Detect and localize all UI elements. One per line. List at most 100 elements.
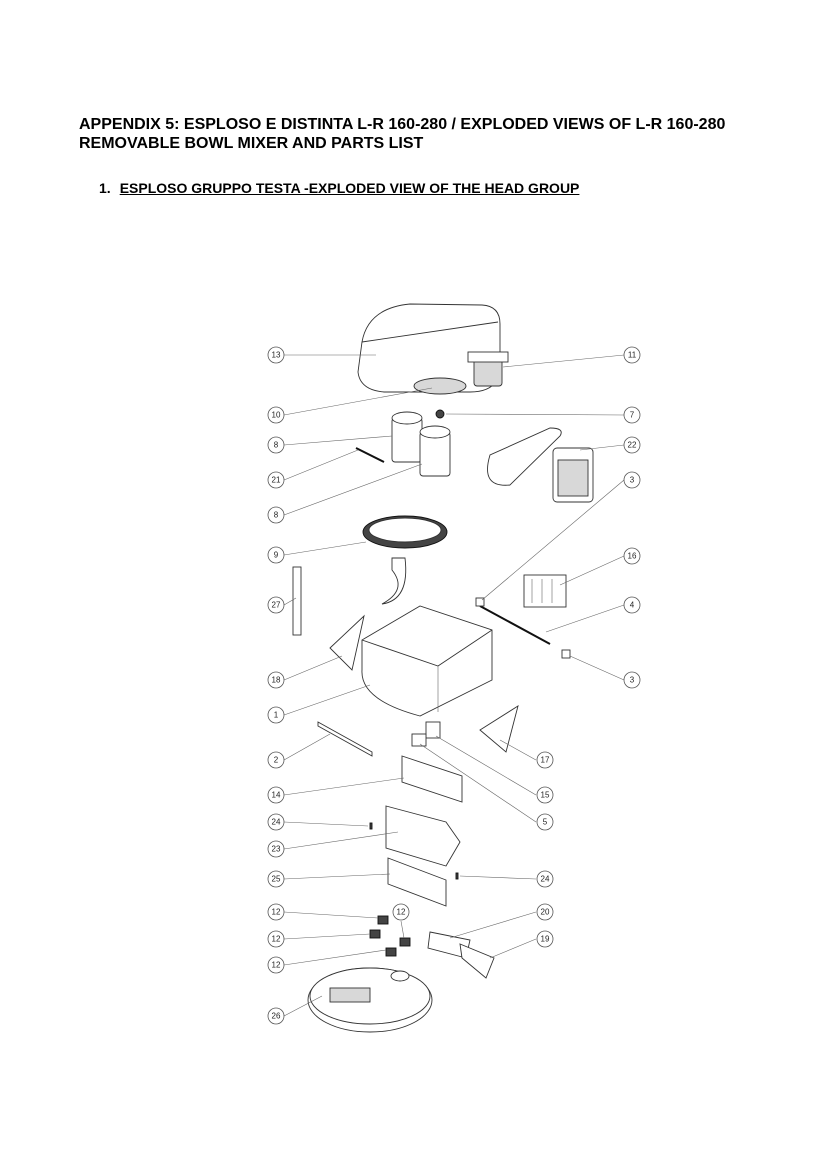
part-12b [369, 929, 381, 939]
section-number: 1. [99, 180, 111, 196]
part-5 [411, 733, 427, 747]
section-title: ESPLOSO GRUPPO TESTA -EXPLODED VIEW OF T… [119, 180, 580, 196]
callout-27: 27 [267, 596, 285, 614]
part-8-lower [419, 431, 451, 477]
callout-text: 16 [628, 552, 637, 561]
callout-text: 10 [272, 411, 281, 420]
callout-text: 12 [272, 908, 281, 917]
part-4 [479, 605, 551, 645]
callout-text: 3 [630, 676, 635, 685]
callout-25: 25 [267, 870, 285, 888]
callout-text: 12 [272, 935, 281, 944]
callout-8-upper: 8 [267, 436, 285, 454]
part-24b [455, 872, 459, 880]
part-22-belt [487, 427, 562, 486]
leader-lines [283, 354, 625, 1017]
part-7 [435, 409, 445, 419]
callout-text: 8 [274, 511, 279, 520]
part-25 [387, 857, 447, 907]
callout-text: 25 [272, 875, 281, 884]
callout-text: 22 [628, 441, 637, 450]
callout-24-lower: 24 [536, 870, 554, 888]
section-heading: 1. ESPLOSO GRUPPO TESTA -EXPLODED VIEW OF… [99, 180, 579, 197]
callout-26: 26 [267, 1007, 285, 1025]
callout-text: 19 [541, 935, 550, 944]
callout-22: 22 [623, 436, 641, 454]
part-23 [385, 805, 461, 867]
callout-19: 19 [536, 930, 554, 948]
callout-text: 24 [541, 875, 550, 884]
callout-10: 10 [267, 406, 285, 424]
callout-3-upper: 3 [623, 471, 641, 489]
callout-text: 12 [272, 961, 281, 970]
callout-text: 5 [543, 818, 548, 827]
callout-12-a: 12 [267, 903, 285, 921]
part-15 [425, 721, 441, 739]
callout-20: 20 [536, 903, 554, 921]
callout-7: 7 [623, 406, 641, 424]
callout-text: 18 [272, 676, 281, 685]
title-line-2: REMOVABLE BOWL MIXER AND PARTS LIST [79, 135, 424, 152]
callout-16: 16 [623, 547, 641, 565]
part-14 [401, 755, 463, 803]
callout-8-lower: 8 [267, 506, 285, 524]
callout-5: 5 [536, 813, 554, 831]
part-17 [479, 705, 519, 753]
callout-11: 11 [623, 346, 641, 364]
parts-illustration [292, 303, 594, 1033]
part-cover [357, 303, 501, 393]
callout-12-d: 12 [267, 956, 285, 974]
callout-14: 14 [267, 786, 285, 804]
callout-text: 27 [272, 601, 281, 610]
callout-text: 11 [628, 351, 637, 360]
callout-18: 18 [267, 671, 285, 689]
callout-text: 14 [272, 791, 281, 800]
callout-text: 26 [272, 1012, 281, 1021]
page-title: APPENDIX 5: ESPLOSO E DISTINTA L-R 160-2… [79, 115, 725, 153]
part-3b [561, 649, 571, 659]
callout-9: 9 [267, 546, 285, 564]
callout-1: 1 [267, 706, 285, 724]
callout-text: 23 [272, 845, 281, 854]
callout-text: 9 [274, 551, 279, 560]
part-3a [475, 597, 485, 607]
callout-text: 17 [541, 756, 550, 765]
callout-15: 15 [536, 786, 554, 804]
part-16 [523, 574, 567, 608]
callout-text: 24 [272, 818, 281, 827]
callout-12-c: 12 [267, 930, 285, 948]
part-10 [413, 377, 467, 395]
part-cover-top [361, 321, 499, 343]
callout-4: 4 [623, 596, 641, 614]
callout-text: 15 [541, 791, 550, 800]
callout-text: 4 [630, 601, 635, 610]
part-24a [369, 822, 373, 830]
callout-23: 23 [267, 840, 285, 858]
callout-3-lower: 3 [623, 671, 641, 689]
callout-17: 17 [536, 751, 554, 769]
part-12a [377, 915, 389, 925]
part-2 [317, 721, 373, 757]
callout-text: 8 [274, 441, 279, 450]
part-19 [459, 943, 495, 979]
callout-2: 2 [267, 751, 285, 769]
callout-text: 3 [630, 476, 635, 485]
callout-text: 21 [272, 476, 281, 485]
title-line-1: APPENDIX 5: ESPLOSO E DISTINTA L-R 160-2… [79, 116, 726, 133]
dough-hook [381, 557, 407, 605]
part-21 [355, 447, 385, 463]
callout-12-b: 12 [392, 903, 410, 921]
part-27 [292, 566, 302, 636]
callout-13: 13 [267, 346, 285, 364]
part-12c [399, 937, 411, 947]
callout-text: 1 [274, 711, 279, 720]
callout-21: 21 [267, 471, 285, 489]
part-12d [385, 947, 397, 957]
callout-text: 13 [272, 351, 281, 360]
callout-labels: 13 11 10 7 8 22 21 3 8 9 16 27 4 3 18 1 … [267, 346, 641, 1025]
part-18 [329, 614, 365, 671]
callout-text: 7 [630, 411, 635, 420]
callout-text: 20 [541, 908, 550, 917]
callout-text: 12 [397, 908, 406, 917]
